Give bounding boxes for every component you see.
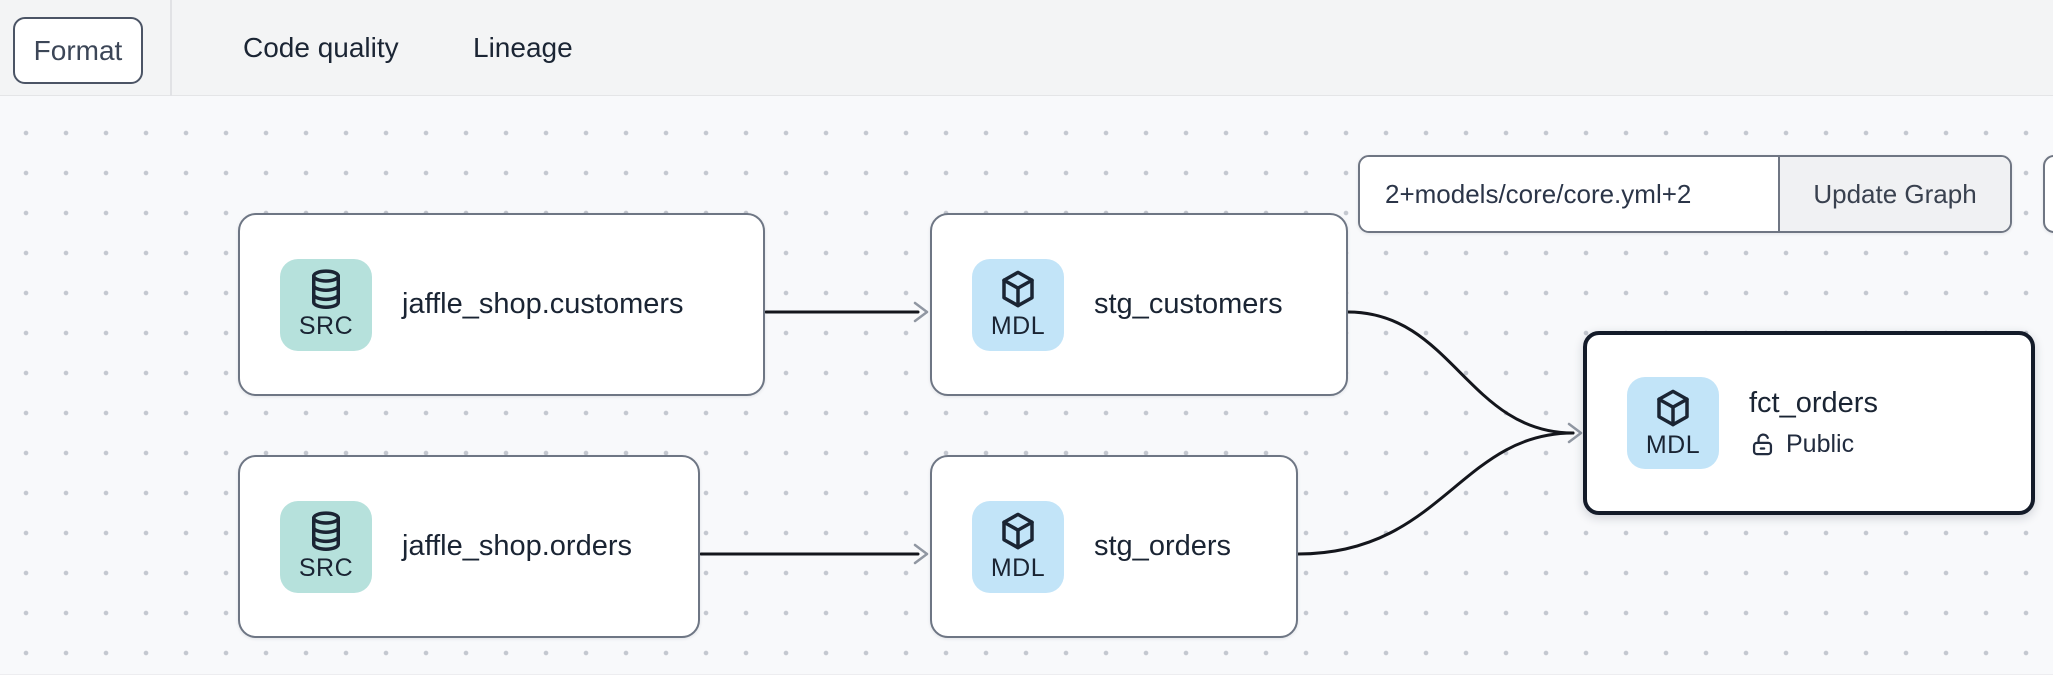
node-fct-orders[interactable]: MDL fct_orders Public [1583, 331, 2035, 515]
badge-label: MDL [990, 312, 1046, 340]
source-badge: SRC [280, 258, 372, 351]
unlock-icon [1752, 433, 1773, 456]
database-icon [312, 269, 340, 309]
tab-code-quality[interactable]: Code quality [243, 0, 399, 96]
node-title: stg_orders [1094, 530, 1232, 562]
clipped-right-button[interactable] [2043, 155, 2053, 233]
node-access: Public [1749, 430, 1878, 459]
node-jaffle-shop-customers[interactable]: SRC jaffle_shop.customers [238, 213, 765, 396]
access-label: Public [1786, 430, 1855, 458]
node-title: jaffle_shop.customers [402, 288, 684, 320]
badge-label: SRC [298, 554, 354, 582]
node-stg-customers[interactable]: MDL stg_customers [930, 213, 1348, 396]
badge-label: SRC [298, 312, 354, 340]
database-icon [312, 511, 340, 551]
panel-bottom-edge [0, 674, 2053, 680]
lineage-controls: Update Graph [1358, 155, 2012, 233]
node-title: jaffle_shop.orders [402, 530, 633, 562]
toolbar: Format Code quality Lineage [0, 0, 2053, 96]
node-title: fct_orders [1749, 387, 1878, 419]
toolbar-divider [170, 0, 172, 96]
badge-label: MDL [1645, 430, 1701, 459]
cube-icon [1657, 389, 1689, 426]
node-stg-orders[interactable]: MDL stg_orders [930, 455, 1298, 638]
badge-label: MDL [990, 554, 1046, 582]
update-graph-button[interactable]: Update Graph [1778, 157, 2010, 231]
node-jaffle-shop-orders[interactable]: SRC jaffle_shop.orders [238, 455, 700, 638]
cube-icon [1002, 270, 1034, 308]
tab-lineage[interactable]: Lineage [473, 0, 573, 96]
model-badge: MDL [1627, 377, 1719, 469]
selector-input[interactable] [1360, 157, 1778, 231]
model-badge: MDL [972, 258, 1064, 351]
cube-icon [1002, 512, 1034, 550]
node-title: stg_customers [1094, 288, 1283, 320]
model-badge: MDL [972, 500, 1064, 593]
format-button[interactable]: Format [13, 17, 143, 84]
source-badge: SRC [280, 500, 372, 593]
